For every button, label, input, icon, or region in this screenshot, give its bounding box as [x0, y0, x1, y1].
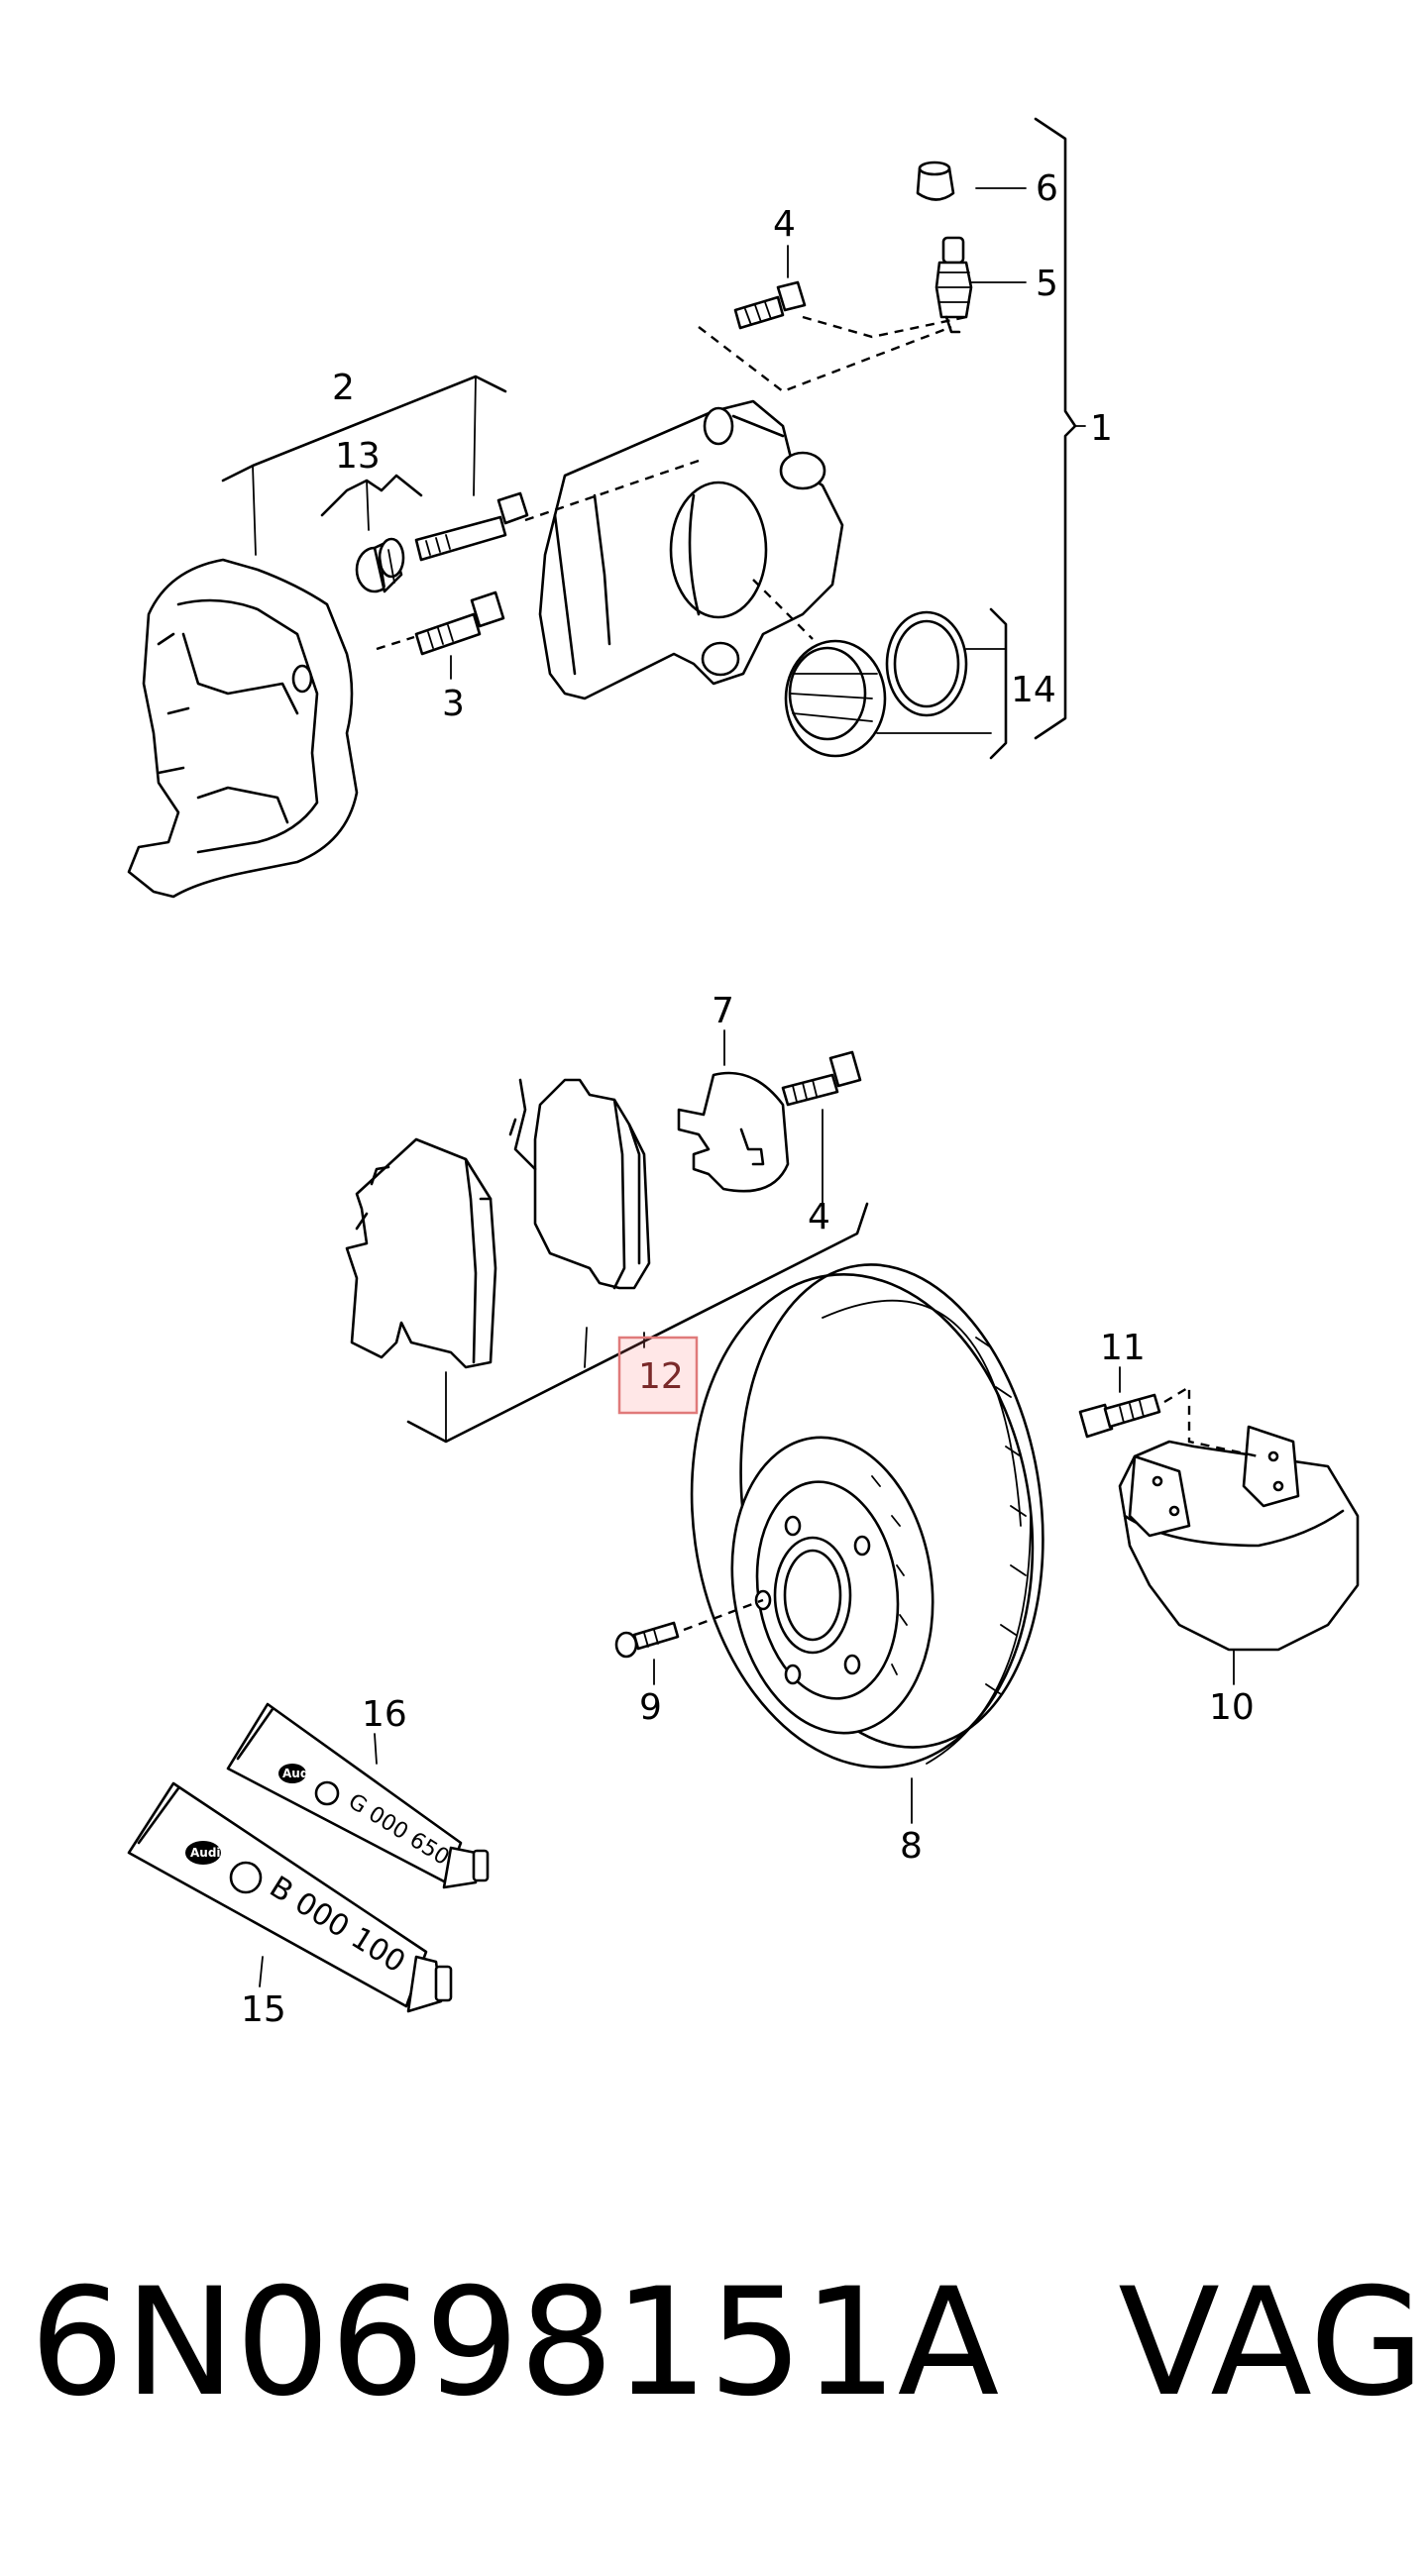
brace-2 — [221, 375, 507, 483]
label-10: 10 — [1209, 1687, 1255, 1728]
disc-screw — [614, 1598, 764, 1659]
tube-lower-logo-text: Audi — [190, 1846, 221, 1860]
brace-14 — [989, 607, 1008, 760]
label-4-mid: 4 — [808, 1197, 830, 1237]
part-number-caption: 6N0698151A VAG — [30, 2249, 1425, 2437]
bolt-guide — [414, 590, 505, 656]
label-9: 9 — [639, 1687, 662, 1728]
bolt-top — [733, 280, 807, 330]
piston — [752, 579, 887, 758]
brake-disc — [690, 1263, 1044, 1769]
highlight-box-12 — [617, 1336, 699, 1415]
caliper-carrier-bracket — [127, 558, 359, 899]
dust-boot — [355, 537, 405, 593]
caliper-housing — [538, 399, 844, 700]
bolt-mid — [781, 1050, 862, 1107]
damping-plate — [677, 1071, 790, 1193]
label-7: 7 — [712, 991, 734, 1031]
leader-dash-bolt — [802, 315, 967, 339]
label-16: 16 — [362, 1694, 407, 1735]
label-6: 6 — [1036, 168, 1058, 209]
label-14: 14 — [1011, 670, 1056, 710]
brake-pad-inner — [345, 1137, 497, 1369]
brace-13 — [320, 474, 423, 517]
label-12: 12 — [638, 1356, 684, 1397]
tube-upper-logo-text: Audi — [282, 1767, 313, 1780]
label-8: 8 — [900, 1826, 923, 1867]
bleeder-valve — [934, 236, 973, 334]
part-number: 6N0698151A — [30, 2257, 1000, 2429]
guide-pin — [414, 491, 529, 562]
label-5: 5 — [1036, 264, 1058, 304]
leader-dash-bleeder — [698, 325, 952, 393]
brand-name: VAG — [1118, 2257, 1425, 2429]
shield-bolt — [1078, 1384, 1260, 1458]
splash-shield — [1118, 1425, 1360, 1652]
label-1: 1 — [1090, 408, 1113, 449]
label-4-top: 4 — [773, 204, 796, 245]
brace-1 — [1034, 117, 1077, 740]
label-15: 15 — [241, 1989, 286, 2030]
brake-pad-outer — [508, 1078, 651, 1290]
piston-seal-ring — [885, 610, 968, 717]
leader-dash-bolt3 — [376, 635, 415, 651]
label-13: 13 — [335, 436, 381, 477]
label-11: 11 — [1100, 1328, 1146, 1368]
label-3: 3 — [442, 684, 465, 724]
label-2: 2 — [332, 368, 355, 408]
bleeder-cap — [916, 161, 955, 201]
